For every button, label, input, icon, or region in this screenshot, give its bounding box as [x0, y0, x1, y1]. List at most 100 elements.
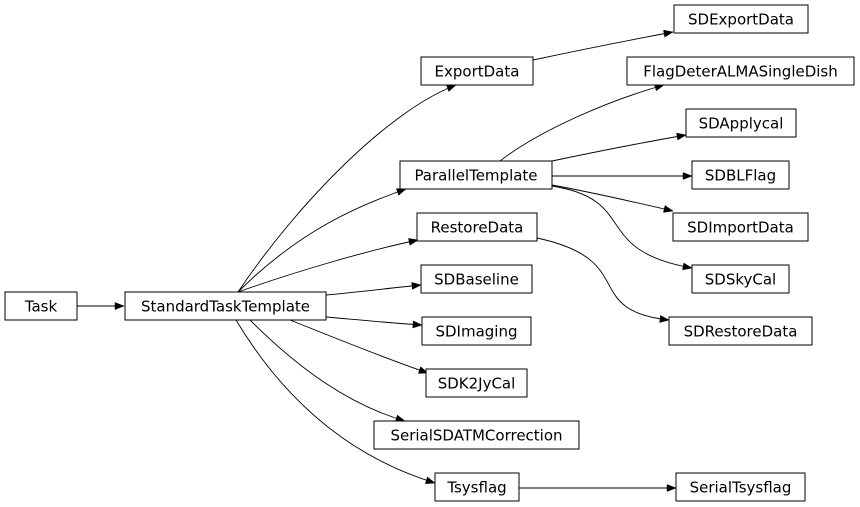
edge-standardtasktemplate-to-tsysflag: [235, 319, 436, 484]
node-box[interactable]: [675, 472, 806, 502]
edge-line: [551, 184, 674, 212]
node-box[interactable]: [421, 316, 532, 346]
edge-line: [235, 319, 436, 484]
node-serialtsysflag[interactable]: SerialTsysflag: [675, 472, 806, 502]
edge-restoredata-to-sdrestoredata: [536, 237, 670, 323]
arrowhead: [395, 188, 407, 196]
node-box[interactable]: [399, 160, 553, 190]
node-label: SDExportData: [688, 11, 794, 29]
edge-paralleltemplate-to-flagdeteralmasingledish: [499, 83, 665, 162]
edge-line: [249, 319, 406, 422]
arrowhead: [666, 484, 677, 492]
node-box[interactable]: [668, 316, 813, 346]
arrowhead: [114, 302, 125, 310]
node-sdrestoredata[interactable]: SDRestoreData: [668, 316, 813, 346]
node-label: SDApplycal: [699, 115, 784, 133]
arrowhead: [676, 132, 687, 141]
node-box[interactable]: [434, 472, 520, 502]
node-sdapplycal[interactable]: SDApplycal: [685, 108, 797, 138]
node-label: SDImaging: [435, 323, 517, 341]
edges-layer: [77, 29, 693, 492]
edge-line: [536, 237, 670, 321]
node-label: SDRestoreData: [684, 323, 798, 341]
node-tsysflag[interactable]: Tsysflag: [434, 472, 520, 502]
edge-paralleltemplate-to-sdskycal: [551, 185, 693, 271]
node-paralleltemplate[interactable]: ParallelTemplate: [399, 160, 553, 190]
node-label: Tsysflag: [446, 479, 506, 497]
edge-line: [289, 319, 429, 374]
edge-standardtasktemplate-to-paralleltemplate: [237, 188, 407, 293]
node-label: FlagDeterALMASingleDish: [643, 63, 838, 81]
node-restoredata[interactable]: RestoreData: [416, 212, 538, 242]
edge-standardtasktemplate-to-sdk2jycal: [289, 319, 429, 374]
edge-standardtasktemplate-to-sdimaging: [325, 316, 423, 329]
arrowhead: [682, 262, 693, 271]
arrowhead: [663, 29, 674, 38]
edge-line: [499, 84, 665, 162]
node-task[interactable]: Task: [4, 291, 78, 321]
edge-line: [532, 31, 674, 61]
node-box[interactable]: [420, 56, 534, 86]
edge-line: [237, 188, 407, 293]
edge-line: [237, 84, 457, 293]
arrowhead: [445, 84, 457, 92]
node-box[interactable]: [691, 160, 790, 190]
node-box[interactable]: [124, 291, 327, 321]
edge-line: [237, 239, 419, 293]
node-sdbaseline[interactable]: SDBaseline: [420, 264, 533, 294]
node-label: ParallelTemplate: [414, 167, 537, 185]
node-label: SerialTsysflag: [690, 479, 792, 497]
node-box[interactable]: [626, 56, 855, 86]
node-standardtasktemplate[interactable]: StandardTaskTemplate: [124, 291, 327, 321]
node-label: SDK2JyCal: [438, 375, 516, 393]
arrowhead: [412, 320, 423, 329]
arrowhead: [425, 476, 436, 484]
node-sdimaging[interactable]: SDImaging: [421, 316, 532, 346]
node-serialsdatmcorrection[interactable]: SerialSDATMCorrection: [373, 420, 580, 450]
edge-paralleltemplate-to-sdimportdata: [551, 184, 674, 213]
node-sdskycal[interactable]: SDSkyCal: [691, 264, 790, 294]
node-box[interactable]: [416, 212, 538, 242]
node-label: SDBaseline: [434, 271, 519, 289]
node-box[interactable]: [673, 4, 809, 34]
node-box[interactable]: [691, 264, 790, 294]
node-label: SDBLFlag: [705, 167, 776, 185]
edge-task-to-standardtasktemplate: [77, 302, 125, 310]
edge-tsysflag-to-serialtsysflag: [519, 484, 677, 492]
edge-line: [551, 185, 693, 269]
edge-paralleltemplate-to-sdapplycal: [551, 132, 687, 162]
arrowhead: [659, 315, 670, 323]
arrowhead: [411, 282, 422, 290]
edge-line: [325, 284, 422, 296]
arrowhead: [663, 205, 674, 213]
node-label: Task: [24, 298, 58, 316]
node-box[interactable]: [4, 291, 78, 321]
node-box[interactable]: [685, 108, 797, 138]
node-box[interactable]: [373, 420, 580, 450]
node-box[interactable]: [672, 212, 809, 242]
node-box[interactable]: [420, 264, 533, 294]
node-sdblflag[interactable]: SDBLFlag: [691, 160, 790, 190]
node-sdk2jycal[interactable]: SDK2JyCal: [425, 368, 528, 398]
arrowhead: [682, 172, 693, 180]
nodes-layer: Task StandardTaskTemplate ExportDataParall…: [4, 4, 855, 502]
edge-line: [551, 134, 687, 162]
node-box[interactable]: [425, 368, 528, 398]
edge-line: [325, 316, 423, 326]
edge-standardtasktemplate-to-restoredata: [237, 238, 419, 293]
edge-paralleltemplate-to-sdblflag: [551, 172, 693, 180]
node-flagdeteralmasingledish[interactable]: FlagDeterALMASingleDish: [626, 56, 855, 86]
node-sdexportdata[interactable]: SDExportData: [673, 4, 809, 34]
edge-exportdata-to-sdexportdata: [532, 29, 674, 61]
node-label: StandardTaskTemplate: [141, 298, 310, 316]
node-label: SerialSDATMCorrection: [390, 427, 562, 445]
arrowhead: [408, 238, 419, 246]
node-label: ExportData: [435, 63, 520, 81]
node-sdimportdata[interactable]: SDImportData: [672, 212, 809, 242]
node-label: SDSkyCal: [705, 271, 776, 289]
edge-standardtasktemplate-to-sdbaseline: [325, 282, 422, 296]
node-label: RestoreData: [431, 219, 524, 237]
node-exportdata[interactable]: ExportData: [420, 56, 534, 86]
node-label: SDImportData: [687, 219, 794, 237]
